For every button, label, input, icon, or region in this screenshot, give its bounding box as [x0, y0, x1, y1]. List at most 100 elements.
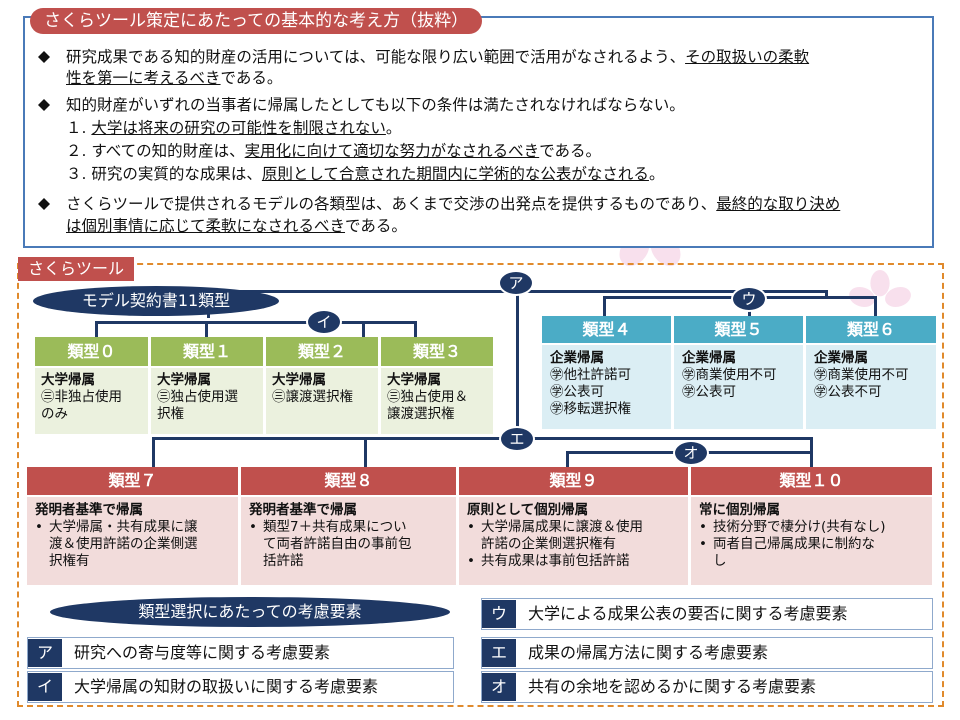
type-1-body: 大学帰属 ㊂独占使用選 択権: [151, 368, 263, 434]
bullet-icon: •: [249, 519, 257, 535]
type-10-body: 常に個別帰属 • 技術分野で棲分け(共有なし) • 両者自己帰属成果に制約な し: [691, 497, 932, 585]
principle-1-line-1: 研究成果である知的財産の活用については、可能な限り広い範囲で活用がなされるよう、…: [66, 47, 809, 67]
node-i: イ: [306, 309, 342, 335]
principle-1-text-2: である。: [220, 69, 283, 87]
type-9-item: • 共有成果は事前包括許諾: [467, 553, 680, 570]
type-7-header: 類型７: [27, 467, 238, 495]
type-1-heading: 大学帰属: [157, 372, 211, 388]
type-5-line: ㊫公表可: [682, 384, 736, 400]
type-5-heading: 企業帰属: [682, 350, 736, 366]
type-10-item-line: 技術分野で棲分け(共有なし): [713, 519, 886, 535]
type-8-item-line: て両者許諾自由の事前包: [263, 536, 412, 552]
condition-3-text: 研究の実質的な成果は、: [91, 165, 262, 183]
node-o: オ: [673, 440, 709, 466]
type-6-header: 類型６: [806, 316, 936, 343]
type-10-heading: 常に個別帰属: [699, 502, 780, 518]
type-2-body: 大学帰属 ㊂譲渡選択権: [266, 368, 378, 434]
legend-key-u: ウ: [482, 600, 516, 628]
condition-3-emphasis: 原則として合意された期間内に学術的な公表がなされる: [261, 165, 649, 183]
principle-3-line-2: は個別事情に応じて柔軟になされるべきである。: [66, 216, 407, 236]
legend-title: 類型選択にあたっての考慮要素: [50, 597, 450, 627]
type-5-body: 企業帰属 ㊫商業使用不可 ㊫公表可: [674, 345, 803, 429]
connector: [362, 321, 365, 337]
type-3-line: ㊂独占使用＆: [387, 389, 468, 405]
principle-1-emphasis: その取扱いの柔軟: [685, 48, 810, 66]
type-10-item-line: し: [713, 553, 727, 569]
legend-text-a: 研究への寄与度等に関する考慮要素: [74, 643, 331, 662]
type-0-line: のみ: [41, 406, 68, 422]
type-4-line: ㊫公表可: [550, 384, 604, 400]
type-10-item: • 技術分野で棲分け(共有なし): [699, 519, 924, 536]
principle-1-line-2: 性を第一に考えるべきである。: [66, 68, 282, 88]
sakura-tool-title: さくらツール: [18, 257, 135, 281]
condition-3-number: ３.: [66, 165, 87, 183]
type-8-item-line: 括許諾: [263, 553, 304, 569]
connector: [364, 437, 367, 467]
legend-text-u: 大学による成果公表の要否に関する考慮要素: [528, 604, 848, 623]
type-4-header: 類型４: [542, 316, 671, 343]
condition-2-emphasis: 実用化に向けて適切な努力がなされるべき: [244, 142, 540, 160]
connector: [152, 437, 813, 440]
legend-text-o: 共有の余地を認めるかに関する考慮要素: [528, 677, 817, 696]
connector: [95, 321, 98, 337]
type-5-header: 類型５: [674, 316, 803, 343]
legend-row-a: [27, 637, 454, 669]
type-9-heading: 原則として個別帰属: [467, 502, 589, 518]
legend-key-e: エ: [482, 639, 516, 667]
bullet-icon: •: [699, 536, 707, 552]
connector: [95, 321, 417, 324]
type-9-header: 類型９: [459, 467, 688, 495]
condition-3: ３. 研究の実質的な成果は、原則として合意された期間内に学術的な公表がなされる。: [66, 164, 664, 184]
diamond-bullet-icon: [38, 198, 50, 210]
type-2-header: 類型２: [266, 337, 378, 366]
principle-3-emphasis-2: は個別事情に応じて柔軟になされるべき: [66, 217, 346, 235]
node-a: ア: [498, 270, 534, 296]
condition-1-number: １.: [66, 119, 87, 137]
type-8-heading: 発明者基準で帰属: [249, 502, 357, 518]
type-8-item-line: 類型7＋共有成果につい: [263, 519, 407, 535]
legend-text-i: 大学帰属の知財の取扱いに関する考慮要素: [74, 677, 379, 696]
type-7-body: 発明者基準で帰属 • 大学帰属・共有成果に譲 渡＆使用許諾の企業側選 択権有: [27, 497, 238, 585]
condition-2-text-2: である。: [539, 142, 602, 160]
type-6-line: ㊫商業使用不可: [814, 367, 909, 383]
legend-key-o: オ: [482, 673, 516, 701]
type-3-body: 大学帰属 ㊂独占使用＆ 譲渡選択権: [381, 368, 493, 434]
type-3-header: 類型３: [381, 337, 493, 366]
bullet-icon: •: [467, 519, 475, 535]
condition-1-emphasis: 大学は将来の研究の可能性を制限されない: [91, 119, 386, 137]
type-1-line: ㊂独占使用選: [157, 389, 238, 405]
type-3-heading: 大学帰属: [387, 372, 441, 388]
type-2-line: ㊂譲渡選択権: [272, 389, 353, 405]
legend-key-i: イ: [28, 673, 62, 701]
type-6-line: ㊫公表不可: [814, 384, 882, 400]
connector: [566, 451, 569, 467]
diamond-bullet-icon: [38, 51, 50, 63]
bullet-icon: •: [35, 519, 43, 535]
principles-title: さくらツール策定にあたっての基本的な考え方（抜粋）: [30, 8, 483, 34]
type-0-body: 大学帰属 ㊂非独占使用 のみ: [35, 368, 148, 434]
type-7-heading: 発明者基準で帰属: [35, 502, 143, 518]
principle-2-line: 知的財産がいずれの当事者に帰属したとしても以下の条件は満たされなければならない。: [66, 96, 685, 114]
type-0-line: ㊂非独占使用: [41, 389, 122, 405]
condition-2: ２. すべての知的財産は、実用化に向けて適切な努力がなされるべきである。: [66, 141, 601, 161]
type-8-body: 発明者基準で帰属 • 類型7＋共有成果につい て両者許諾自由の事前包 括許諾: [241, 497, 456, 585]
type-7-item-line: 大学帰属・共有成果に譲: [49, 519, 198, 535]
type-9-body: 原則として個別帰属 • 大学帰属成果に譲渡＆使用 許諾の企業側選択権有 • 共有…: [459, 497, 688, 585]
type-10-item-line: 両者自己帰属成果に制約な: [713, 536, 875, 552]
connector: [874, 296, 877, 316]
type-1-line: 択権: [157, 406, 184, 422]
type-7-item-line: 渡＆使用許諾の企業側選: [49, 536, 198, 552]
connector: [825, 290, 828, 298]
connector: [414, 321, 417, 337]
condition-1: １. 大学は将来の研究の可能性を制限されない。: [66, 118, 401, 138]
type-6-heading: 企業帰属: [814, 350, 868, 366]
connector: [516, 292, 519, 429]
type-1-header: 類型１: [151, 337, 263, 366]
principles-panel: [23, 16, 934, 248]
type-2-heading: 大学帰属: [272, 372, 326, 388]
bullet-icon: •: [699, 519, 707, 535]
connector: [205, 321, 208, 337]
bullet-icon: •: [467, 553, 475, 569]
principle-1-text: 研究成果である知的財産の活用については、可能な限り広い範囲で活用がなされるよう、: [66, 48, 686, 66]
legend-row-i: [27, 671, 454, 703]
